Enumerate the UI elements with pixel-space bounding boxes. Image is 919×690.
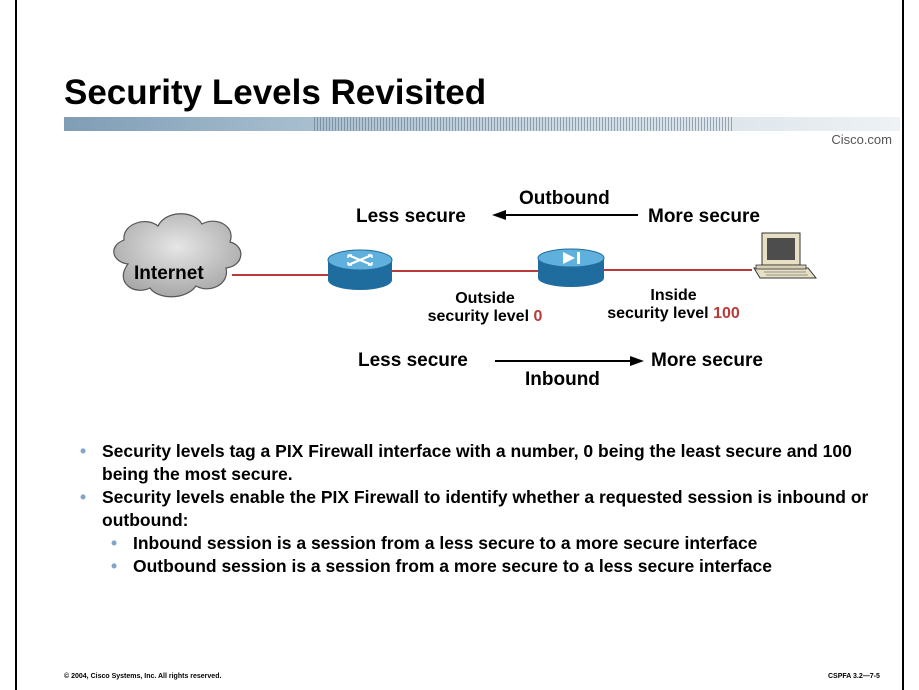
outside-security-level: security level 0 <box>410 308 560 326</box>
inside-name: Inside <box>650 287 697 304</box>
arrow-left-icon <box>492 210 638 220</box>
inbound-more-secure-label: More secure <box>651 350 763 371</box>
sub-bullet-item: Outbound session is a session from a mor… <box>111 555 880 578</box>
arrow-right-icon <box>495 356 644 366</box>
sub-bullet-item: Inbound session is a session from a less… <box>111 532 880 555</box>
outside-interface-label: Outside security level 0 <box>410 290 560 326</box>
slide-number-footer: CSPFA 3.2—7-5 <box>828 673 880 680</box>
banner-stripes <box>314 117 734 131</box>
copyright-footer: © 2004, Cisco Systems, Inc. All rights r… <box>64 673 222 680</box>
inside-level-value: 100 <box>713 305 740 322</box>
slide-border-left <box>15 0 17 690</box>
inside-level-prefix: security level <box>607 305 714 322</box>
outside-level-prefix: security level <box>427 308 534 325</box>
outbound-less-secure-label: Less secure <box>356 206 466 227</box>
slide-title: Security Levels Revisited <box>64 73 487 112</box>
internet-label: Internet <box>134 263 204 284</box>
bullet-list: Security levels tag a PIX Firewall inter… <box>80 440 880 578</box>
outside-name: Outside <box>455 290 515 307</box>
outside-level-value: 0 <box>533 308 543 325</box>
router-icon <box>327 249 393 290</box>
inbound-label: Inbound <box>525 369 600 390</box>
cisco-logo-text: Cisco.com <box>831 132 892 147</box>
workstation-icon <box>753 232 818 279</box>
outbound-more-secure-label: More secure <box>648 206 760 227</box>
title-banner: Cisco.com <box>64 117 900 152</box>
bullet-item: Security levels enable the PIX Firewall … <box>80 486 880 532</box>
cloud-icon <box>113 213 242 298</box>
bullet-item: Security levels tag a PIX Firewall inter… <box>80 440 880 486</box>
pix-firewall-icon <box>537 248 605 287</box>
inbound-less-secure-label: Less secure <box>358 350 468 371</box>
outbound-label: Outbound <box>519 188 610 209</box>
slide-border-right <box>902 0 904 690</box>
inside-interface-label: Inside security level 100 <box>586 287 761 323</box>
inside-security-level: security level 100 <box>586 305 761 323</box>
